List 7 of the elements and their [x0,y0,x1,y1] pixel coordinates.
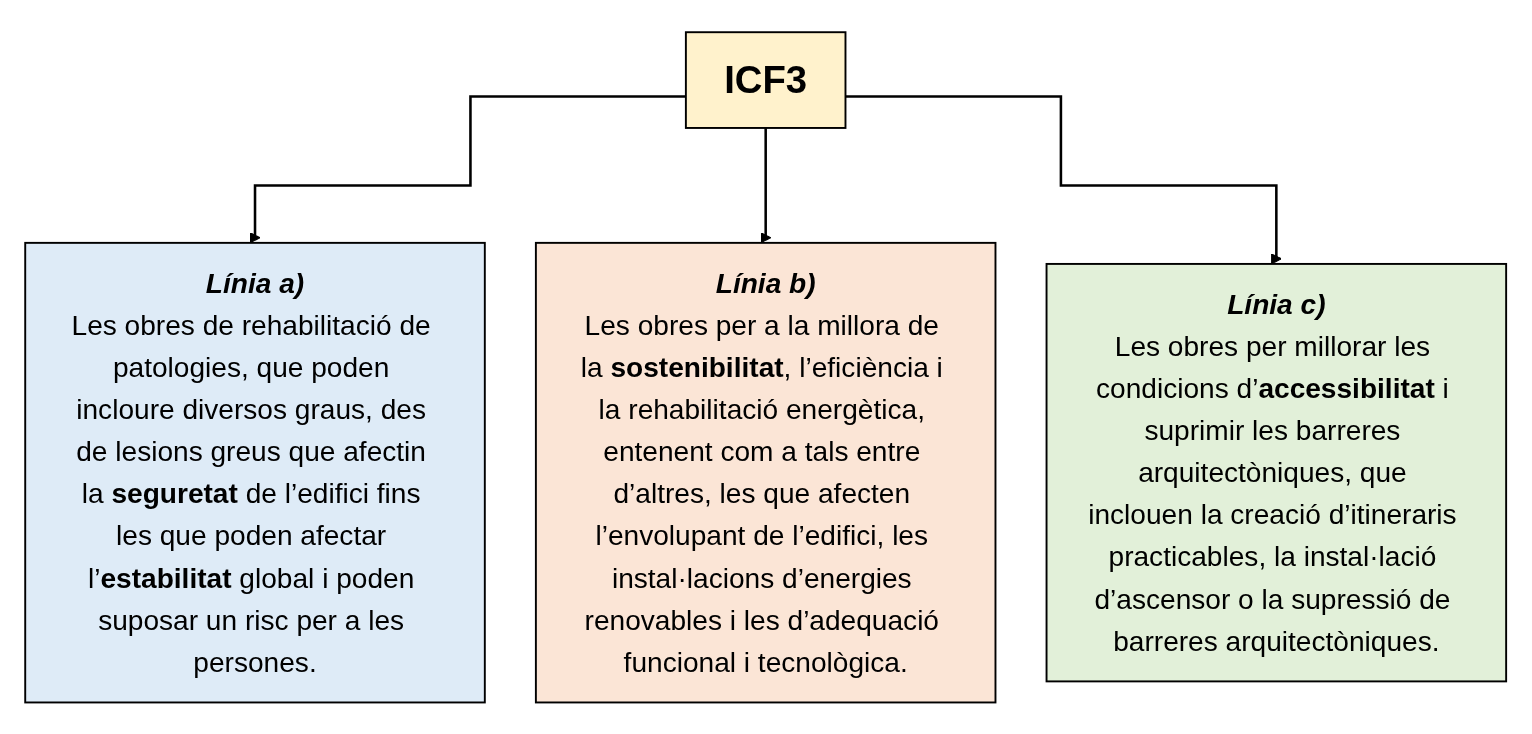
arrow [845,94,1283,265]
arrow [760,126,772,244]
node-box: Línia b) Les obres per a la millora de la sostenibilitat, l’eficiència i la rehabilitació energètica, entenent com a tals entre d’altres, les que afecten l’envolupant de l’edifici, les instal·lacions d’energies renovables i les d’adequació funcional i tecnològica. [535,241,997,704]
arrow [249,94,687,244]
node-box: ICF3 [685,30,847,129]
node-box: Línia a) Les obres de rehabilitació de patologies, que poden incloure diversos graus, des de lesions greus que afectin la seguretat de l’edifici fins les que poden afectar l’estabilitat global i poden suposar un risc per a les persones. [24,241,487,704]
node-box: Línia c) Les obres per millorar les condicions d’accessibilitat i suprimir les barreres arquitectòniques, que inclouen la creació d’itineraris practicables, la instal·lació d’ascensor o la supressió de barreres arquitectòniques. [1045,262,1508,682]
